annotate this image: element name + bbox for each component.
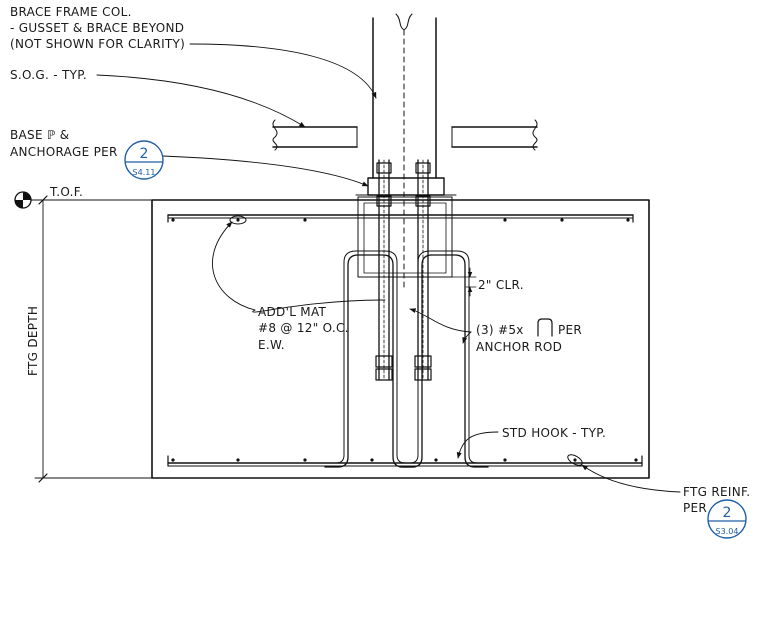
callout-number: 2 bbox=[723, 505, 732, 521]
brace-frame-note-line1: BRACE FRAME COL. bbox=[10, 5, 132, 19]
stirrup-note-part2: PER bbox=[558, 323, 582, 337]
brace-frame-column bbox=[372, 13, 437, 291]
hairpin-symbol bbox=[537, 318, 553, 337]
grout-pocket bbox=[355, 194, 457, 278]
top-mat-reinforcing bbox=[167, 214, 634, 225]
std-hook-note: STD HOOK - TYP. bbox=[502, 426, 606, 440]
callout-number: 2 bbox=[140, 146, 149, 162]
slab-on-grade-right bbox=[451, 119, 538, 151]
addl-mat-note-line1: ADD'L MAT bbox=[258, 305, 327, 319]
detail-callout-base-plate[interactable]: 2 S4.11 bbox=[124, 140, 164, 180]
brace-frame-note-line2: - GUSSET & BRACE BEYOND bbox=[10, 21, 184, 35]
slab-on-grade-left bbox=[272, 119, 358, 151]
callout-sheet: S3.04 bbox=[716, 527, 739, 536]
ftg-depth-label: FTG DEPTH bbox=[26, 306, 40, 376]
stirrup-note-part1: (3) #5x bbox=[476, 323, 524, 337]
clearance-dimension bbox=[451, 267, 477, 297]
tof-label: T.O.F. bbox=[49, 185, 83, 199]
stirrup-note-line2: ANCHOR ROD bbox=[476, 340, 562, 354]
callout-sheet: S4.11 bbox=[133, 168, 156, 177]
clearance-label: 2" CLR. bbox=[478, 278, 524, 292]
addl-mat-note-line2: #8 @ 12" O.C. bbox=[258, 321, 349, 335]
sog-note: S.O.G. - TYP. bbox=[10, 68, 87, 82]
base-plate-note-line1: BASE ℙ & bbox=[10, 128, 69, 142]
bottom-mat-reinforcing bbox=[167, 454, 643, 467]
base-plate-note-line2: ANCHORAGE PER bbox=[10, 145, 118, 159]
footing bbox=[151, 199, 650, 479]
leader-lines bbox=[96, 43, 681, 493]
addl-mat-note-line3: E.W. bbox=[258, 338, 285, 352]
brace-frame-note-line3: (NOT SHOWN FOR CLARITY) bbox=[10, 37, 185, 51]
tof-marker bbox=[14, 191, 153, 483]
hairpin-bars bbox=[324, 250, 489, 468]
anchor-rod-right bbox=[414, 159, 432, 381]
anchor-rod-left bbox=[375, 159, 393, 381]
ftg-reinf-note-line1: FTG REINF. bbox=[683, 485, 750, 499]
ftg-reinf-note-line2: PER bbox=[683, 501, 707, 515]
detail-callout-ftg-reinf[interactable]: 2 S3.04 bbox=[707, 499, 747, 539]
